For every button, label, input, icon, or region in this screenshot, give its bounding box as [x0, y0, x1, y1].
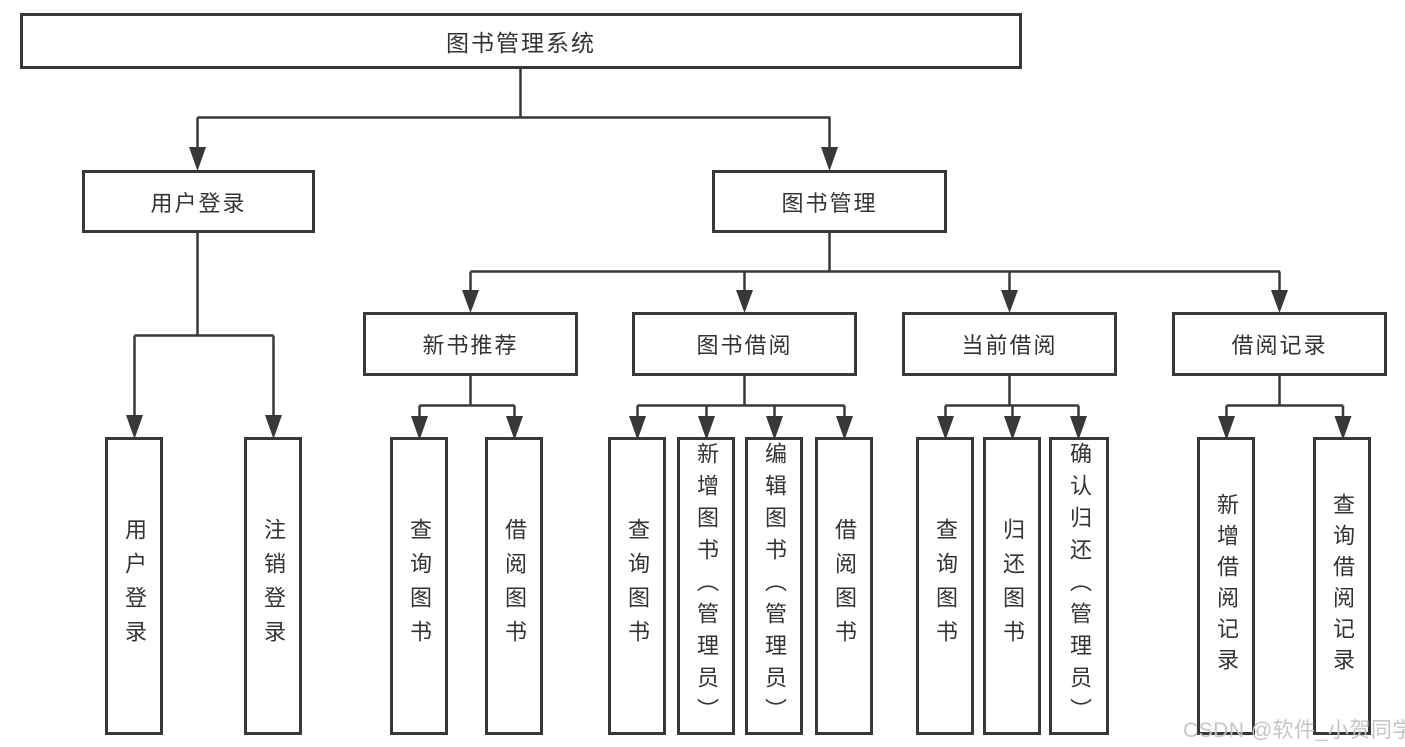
leaf-current-return-book: 归还图书 [983, 437, 1041, 735]
node-label: 借阅图书 [502, 518, 527, 654]
leaf-record-query-borrow-record: 查询借阅记录 [1313, 437, 1371, 735]
node-book-borrow: 图书借阅 [632, 312, 857, 376]
node-current-borrow: 当前借阅 [902, 312, 1117, 376]
node-label: 查询借阅记录 [1330, 493, 1355, 679]
watermark: CSDN @软件_小贺同学 [1183, 719, 1405, 742]
node-label: 注销登录 [261, 518, 286, 654]
connector-lines [133, 67, 1345, 419]
leaf-recommend-query-book: 查询图书 [390, 437, 448, 735]
node-label: 图书管理系统 [446, 30, 596, 56]
node-label: 用户登录 [150, 190, 247, 216]
node-label: 图书借阅 [696, 333, 793, 358]
leaf-logout: 注销登录 [244, 437, 302, 735]
leaf-recommend-borrow-book: 借阅图书 [485, 437, 543, 735]
leaf-borrow-query-book: 查询图书 [608, 437, 666, 735]
node-library-system: 图书管理系统 [20, 13, 1022, 69]
node-label: 借阅记录 [1231, 333, 1328, 358]
node-label: 查询图书 [625, 518, 650, 654]
node-label: 用户登录 [122, 518, 147, 654]
node-label: 新增图书（管理员） [694, 442, 719, 730]
leaf-borrow-borrow-book: 借阅图书 [815, 437, 873, 735]
node-label: 查询图书 [407, 518, 432, 654]
leaf-user-login: 用户登录 [105, 437, 163, 735]
leaf-borrow-add-book-admin: 新增图书（管理员） [677, 437, 735, 735]
node-user-login: 用户登录 [82, 170, 315, 233]
node-label: 当前借阅 [961, 333, 1058, 358]
leaf-borrow-edit-book-admin: 编辑图书（管理员） [745, 437, 803, 735]
node-label: 归还图书 [1000, 518, 1025, 654]
leaf-current-confirm-return-admin: 确认归还（管理员） [1049, 437, 1109, 735]
node-label: 借阅图书 [832, 518, 857, 654]
leaf-current-query-book: 查询图书 [916, 437, 974, 735]
node-label: 查询图书 [933, 518, 958, 654]
node-label: 新书推荐 [422, 333, 519, 358]
node-new-book-recommend: 新书推荐 [363, 312, 578, 376]
node-borrow-record: 借阅记录 [1172, 312, 1387, 376]
node-book-management: 图书管理 [712, 170, 947, 233]
leaf-record-add-borrow-record: 新增借阅记录 [1197, 437, 1255, 735]
node-label: 确认归还（管理员） [1067, 442, 1092, 730]
node-label: 新增借阅记录 [1214, 493, 1239, 679]
node-label: 编辑图书（管理员） [762, 442, 787, 730]
arrow-down-icons [126, 147, 1352, 440]
node-label: 图书管理 [781, 190, 878, 216]
